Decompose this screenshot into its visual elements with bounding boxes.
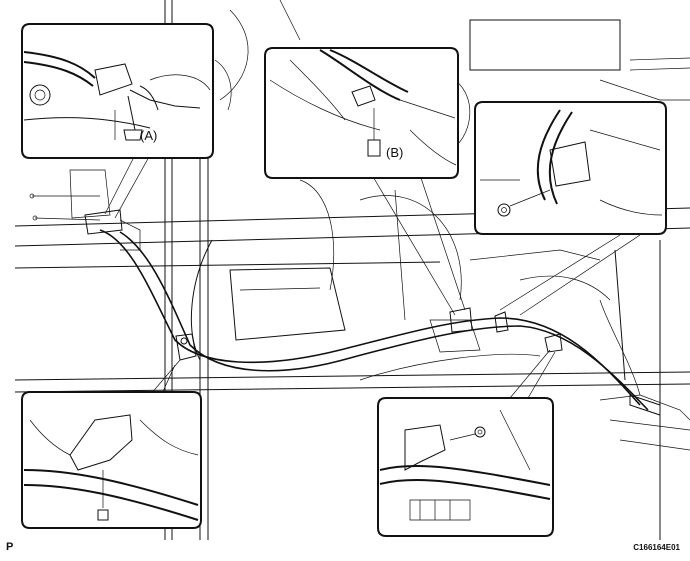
- inset-e-bracket-nut: [377, 397, 554, 537]
- inset-d-clamp-nut: [21, 391, 202, 529]
- parking-brake-cables: [29, 193, 661, 416]
- inset-c-nut-bracket: [474, 101, 667, 235]
- inset-b-bolt-bracket: (B): [264, 47, 459, 179]
- figure-code: C166164E01: [633, 543, 680, 552]
- label-b: (B): [386, 145, 403, 160]
- inset-a-bolt-cable: (A): [21, 23, 214, 159]
- leader-lines: [104, 154, 641, 399]
- label-a: (A): [140, 128, 157, 143]
- figure-letter: P: [6, 541, 14, 553]
